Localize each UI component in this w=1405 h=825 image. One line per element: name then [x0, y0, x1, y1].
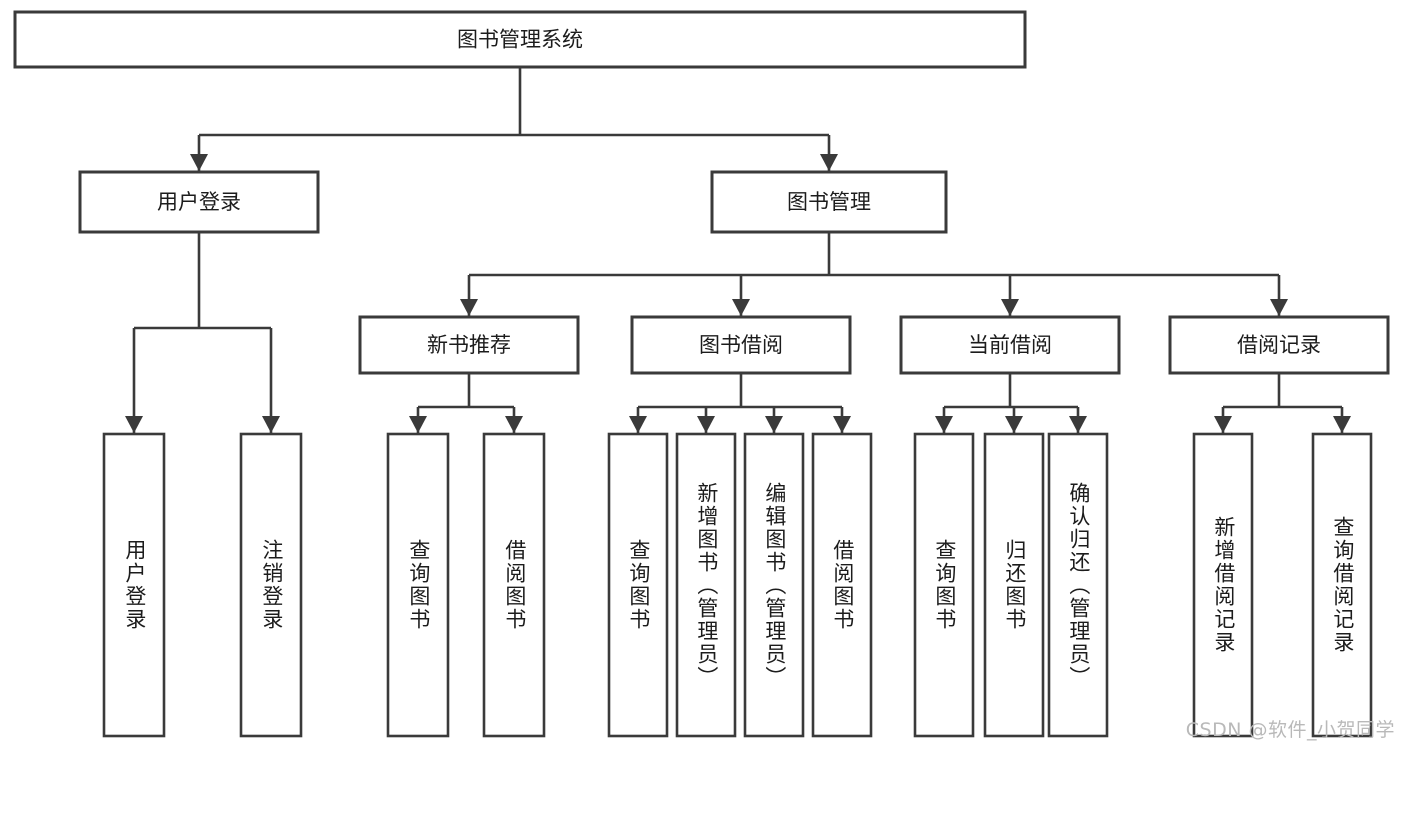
node-box-leaf-borrow-book[interactable]	[811, 432, 873, 738]
arrow-head-icon	[833, 416, 851, 433]
node-book-manage[interactable]: 图书管理	[710, 170, 948, 234]
arrow-head-icon	[1214, 416, 1232, 433]
node-box-root[interactable]	[13, 10, 1027, 69]
node-box-user-login[interactable]	[78, 170, 320, 234]
arrow-head-icon	[1333, 416, 1351, 433]
node-box-leaf-query-record[interactable]	[1311, 432, 1373, 738]
node-current-borrow[interactable]: 当前借阅	[899, 315, 1121, 375]
node-root[interactable]: 图书管理系统	[13, 10, 1027, 69]
node-leaf-add-record[interactable]	[1192, 432, 1254, 738]
node-label-book-borrow: 图书借阅	[699, 333, 783, 357]
node-box-current-borrow[interactable]	[899, 315, 1121, 375]
node-leaf-query-book-current[interactable]	[913, 432, 975, 738]
node-leaf-add-book[interactable]	[675, 432, 737, 738]
arrow-head-icon	[820, 154, 838, 171]
arrow-head-icon	[460, 299, 478, 316]
node-box-leaf-return-book[interactable]	[983, 432, 1045, 738]
arrow-head-icon	[629, 416, 647, 433]
arrow-head-icon	[190, 154, 208, 171]
arrow-head-icon	[732, 299, 750, 316]
arrow-head-icon	[262, 416, 280, 433]
node-leaf-query-book-rec[interactable]	[386, 432, 450, 738]
node-leaf-user-login[interactable]	[102, 432, 166, 738]
arrow-head-icon	[765, 416, 783, 433]
node-box-leaf-query-book-current[interactable]	[913, 432, 975, 738]
node-box-book-manage[interactable]	[710, 170, 948, 234]
arrow-head-icon	[409, 416, 427, 433]
node-box-leaf-add-record[interactable]	[1192, 432, 1254, 738]
node-borrow-record[interactable]: 借阅记录	[1168, 315, 1390, 375]
node-label-current-borrow: 当前借阅	[968, 333, 1052, 357]
flowchart-canvas: 图书管理系统用户登录图书管理新书推荐图书借阅当前借阅借阅记录 用户登录注销登录查…	[13, 10, 1395, 741]
node-box-leaf-edit-book[interactable]	[743, 432, 805, 738]
node-box-leaf-user-login[interactable]	[102, 432, 166, 738]
node-label-root: 图书管理系统	[457, 28, 583, 52]
node-label-borrow-record: 借阅记录	[1237, 333, 1321, 357]
node-leaf-confirm-return[interactable]	[1047, 432, 1109, 738]
node-label-book-manage: 图书管理	[787, 190, 871, 214]
node-leaf-borrow-book-rec[interactable]	[482, 432, 546, 738]
node-new-book-rec[interactable]: 新书推荐	[358, 315, 580, 375]
node-book-borrow[interactable]: 图书借阅	[630, 315, 852, 375]
arrow-head-icon	[935, 416, 953, 433]
node-leaf-query-book-borrow[interactable]	[607, 432, 669, 738]
node-box-leaf-query-book-rec[interactable]	[386, 432, 450, 738]
node-box-leaf-query-book-borrow[interactable]	[607, 432, 669, 738]
node-box-leaf-confirm-return[interactable]	[1047, 432, 1109, 738]
watermark: CSDN @软件_小贺同学	[1185, 719, 1395, 741]
arrow-head-icon	[1005, 416, 1023, 433]
arrow-head-icon	[1270, 299, 1288, 316]
node-leaf-user-logout[interactable]	[239, 432, 303, 738]
node-user-login[interactable]: 用户登录	[78, 170, 320, 234]
node-box-book-borrow[interactable]	[630, 315, 852, 375]
node-leaf-query-record[interactable]	[1311, 432, 1373, 738]
arrow-head-icon	[1069, 416, 1087, 433]
node-box-leaf-add-book[interactable]	[675, 432, 737, 738]
arrow-head-icon	[125, 416, 143, 433]
arrow-head-icon	[505, 416, 523, 433]
node-label-user-login: 用户登录	[157, 190, 241, 214]
arrow-head-icon	[1001, 299, 1019, 316]
node-leaf-edit-book[interactable]	[743, 432, 805, 738]
node-leaf-borrow-book[interactable]	[811, 432, 873, 738]
node-box-borrow-record[interactable]	[1168, 315, 1390, 375]
node-box-leaf-borrow-book-rec[interactable]	[482, 432, 546, 738]
node-box-leaf-user-logout[interactable]	[239, 432, 303, 738]
arrow-head-icon	[697, 416, 715, 433]
node-leaf-return-book[interactable]	[983, 432, 1045, 738]
node-box-new-book-rec[interactable]	[358, 315, 580, 375]
node-label-new-book-rec: 新书推荐	[427, 333, 511, 357]
